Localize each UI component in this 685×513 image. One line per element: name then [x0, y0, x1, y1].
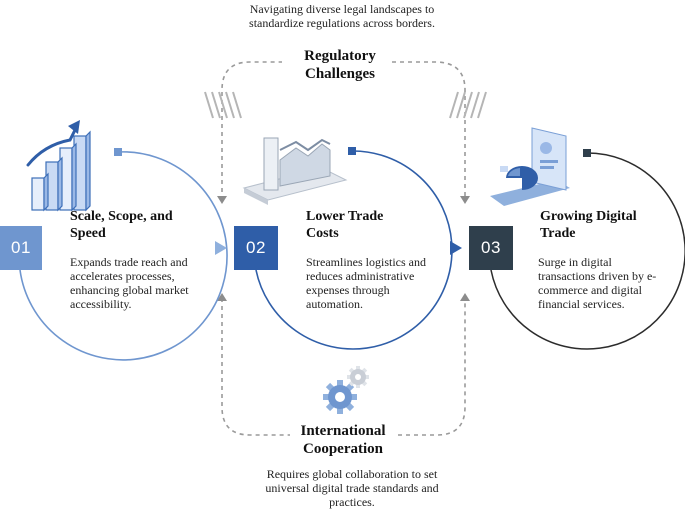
step-number: 03	[481, 238, 501, 257]
cycle-marker-2	[348, 147, 356, 155]
step-2-title: Lower Trade Costs	[306, 209, 384, 241]
digital-dashboard-icon	[490, 127, 570, 206]
step-1-title: Scale, Scope, and Speed	[70, 209, 173, 241]
step-3-title: Growing Digital Trade	[540, 209, 637, 241]
cost-chart-icon	[242, 137, 348, 205]
cycle-arc-1	[19, 151, 228, 361]
cycle-arc-2	[255, 150, 453, 350]
step-badge-02: 02	[234, 226, 278, 270]
growth-chart-icon	[26, 120, 91, 212]
step-badge-03: 03	[469, 226, 513, 270]
step-3-description: Surge in digital transactions driven by …	[538, 255, 657, 311]
regulatory-challenges-title: Regulatory Challenges	[304, 48, 376, 82]
step-1-description: Expands trade reach and accelerates proc…	[70, 255, 189, 311]
cycle-arc-3	[490, 152, 685, 350]
dashed-arrowheads	[217, 196, 470, 301]
cycle-marker-3	[583, 149, 591, 157]
step-number: 01	[11, 238, 31, 257]
step-badge-01: 01	[0, 226, 42, 270]
cycle-marker-1	[114, 148, 122, 156]
step-number: 02	[246, 238, 266, 257]
gears-icon	[323, 366, 369, 414]
flow-arrow-1	[215, 241, 227, 255]
bottom-note: Requires global collaboration to set uni…	[265, 467, 439, 509]
barrier-icon-right	[449, 91, 487, 119]
regulatory-dashed-path	[221, 61, 466, 200]
barrier-icon-left	[204, 91, 242, 119]
top-note: Navigating diverse legal landscapes to s…	[249, 2, 435, 30]
international-cooperation-title: International Cooperation	[300, 423, 386, 457]
flow-arrow-2	[450, 241, 462, 255]
cooperation-dashed-path	[221, 298, 466, 436]
step-2-description: Streamlines logistics and reduces admini…	[306, 255, 426, 311]
